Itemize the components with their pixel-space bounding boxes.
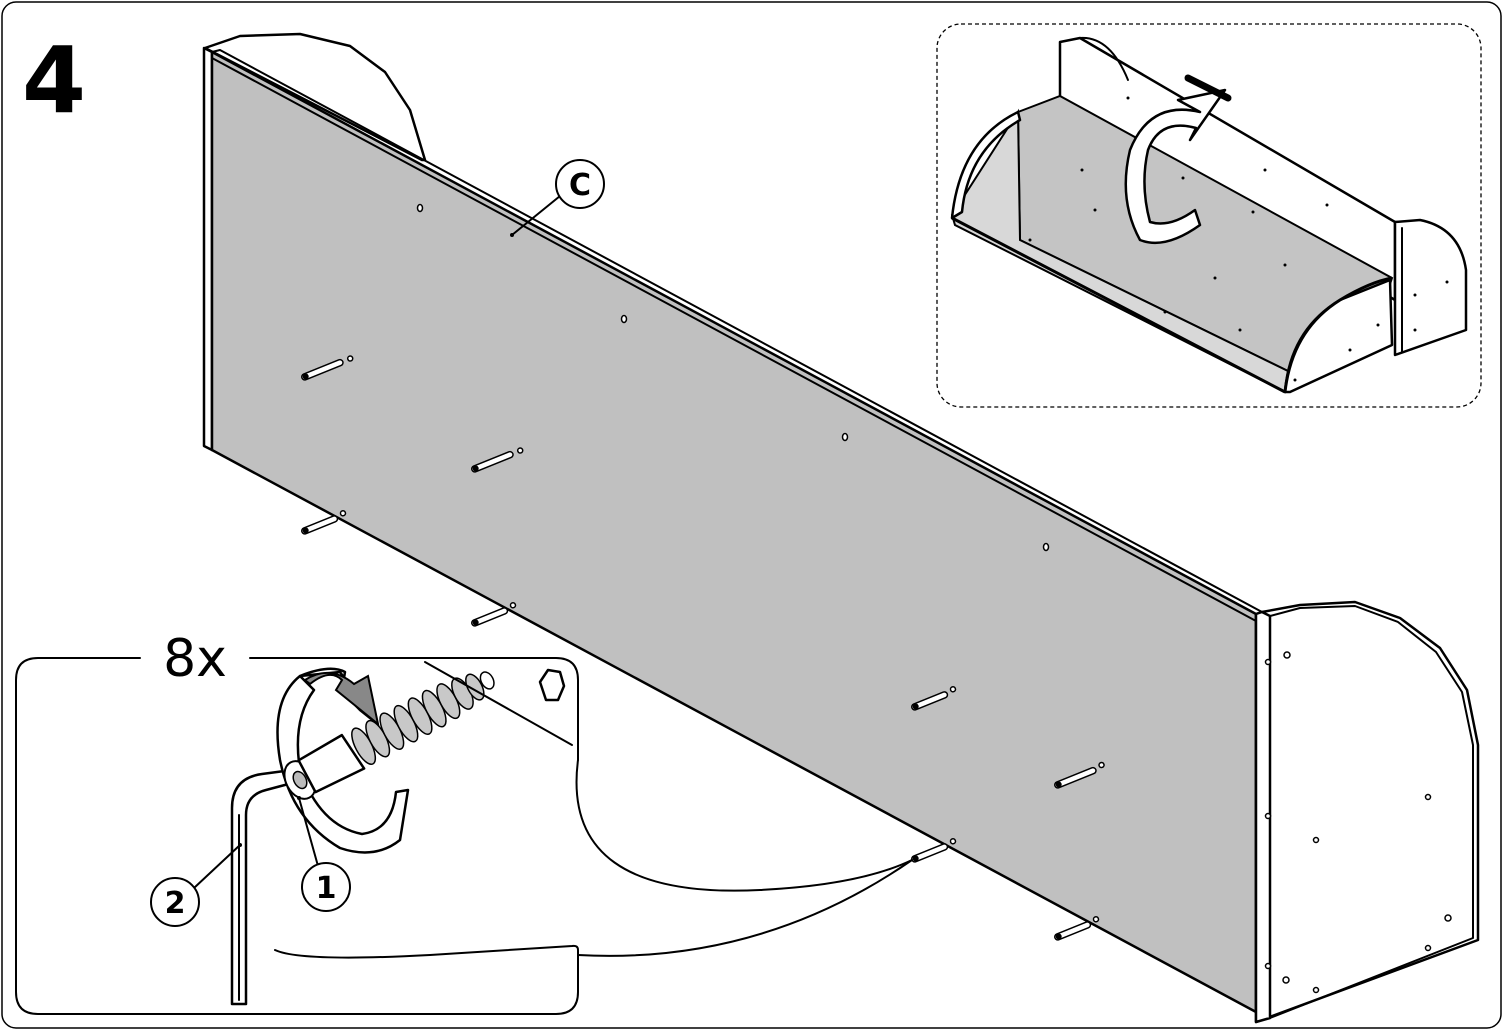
panel-c-callout: C (510, 159, 605, 237)
right-end-panel (1254, 600, 1480, 1024)
screw-fittings (301, 355, 1105, 941)
screw (471, 447, 524, 473)
allen-key (230, 768, 298, 1006)
panel-c-label: C (569, 168, 591, 203)
quantity-label: 8x (163, 629, 227, 689)
panel-holes (416, 203, 1050, 552)
screw (301, 510, 347, 535)
rotate-assembly-arrow-icon (1124, 88, 1227, 245)
part-1-label: 1 (316, 871, 337, 906)
screw (1054, 916, 1100, 941)
screw (911, 838, 957, 863)
part-2-label: 2 (165, 886, 186, 921)
detail-box: 8x (15, 629, 913, 1015)
step-number: 4 (22, 27, 86, 134)
part-1-callout: 1 (297, 796, 351, 912)
part-2-callout: 2 (150, 843, 242, 927)
screw (471, 602, 517, 627)
inset-allen-key-icon (1184, 74, 1232, 102)
left-end-panel (202, 32, 427, 452)
screw (911, 686, 957, 711)
screw (1054, 761, 1105, 789)
screw-fitting-detail (283, 671, 495, 800)
screw (301, 355, 354, 381)
inset-assembly-view (936, 23, 1482, 408)
